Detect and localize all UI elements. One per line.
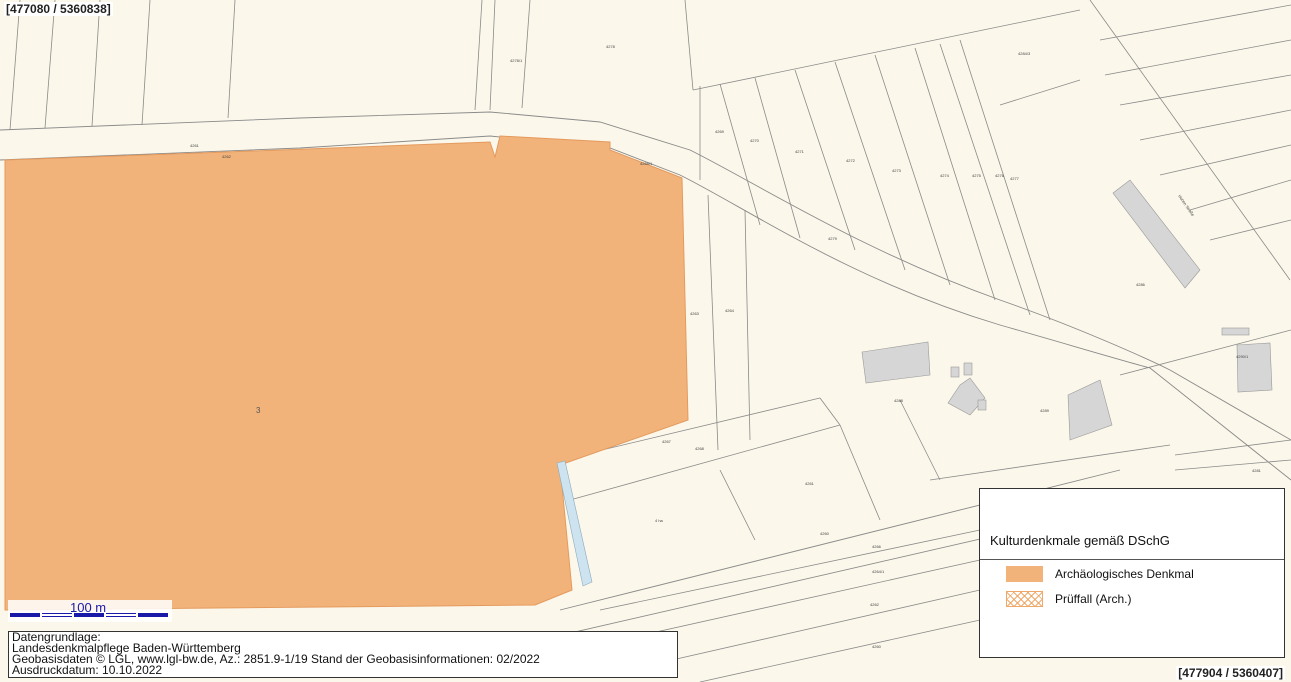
svg-text:4260: 4260 — [820, 531, 830, 536]
svg-text:4264: 4264 — [725, 308, 735, 313]
svg-text:4281: 4281 — [1252, 468, 1262, 473]
svg-text:4262: 4262 — [870, 602, 880, 607]
svg-text:4273: 4273 — [892, 168, 902, 173]
scale-label: 100 m — [70, 600, 107, 615]
svg-text:4260: 4260 — [872, 644, 882, 649]
svg-text:4288: 4288 — [894, 398, 904, 403]
svg-text:4278/1: 4278/1 — [510, 58, 523, 63]
svg-text:4275: 4275 — [972, 173, 982, 178]
svg-text:4268: 4268 — [695, 446, 705, 451]
svg-text:4270: 4270 — [750, 138, 760, 143]
svg-text:4267: 4267 — [662, 439, 672, 444]
svg-text:4264/1: 4264/1 — [872, 569, 885, 574]
credits-line: Landesdenkmalpflege Baden-Württemberg — [12, 641, 241, 655]
svg-text:4289: 4289 — [1040, 408, 1050, 413]
scale-bar: 100 m — [8, 600, 172, 622]
svg-text:4 ha: 4 ha — [655, 518, 664, 523]
coordinate-bottom-right: [477904 / 5360407] — [1176, 666, 1285, 680]
parcel-lines — [9, 0, 1291, 682]
svg-text:4279: 4279 — [828, 236, 838, 241]
legend-item-archaeological-monument: Archäologisches Denkmal — [1006, 566, 1194, 582]
legend-divider — [980, 559, 1284, 560]
svg-text:4269: 4269 — [715, 129, 725, 134]
svg-text:4286: 4286 — [1136, 282, 1146, 287]
credits-line: Datengrundlage: — [12, 631, 101, 644]
legend-title: Kulturdenkmale gemäß DSchG — [990, 533, 1170, 548]
buildings — [861, 179, 1273, 441]
svg-text:4276: 4276 — [995, 173, 1005, 178]
svg-text:4290/1: 4290/1 — [1236, 354, 1249, 359]
legend-swatch-crosshatch — [1006, 591, 1043, 607]
water-channel — [556, 460, 593, 587]
credits-line: Ausdruckdatum: 10.10.2022 — [12, 663, 163, 677]
svg-text:4274: 4274 — [940, 173, 950, 178]
coordinate-top-left: [477080 / 5360838] — [4, 2, 113, 16]
svg-text:4277: 4277 — [1010, 176, 1020, 181]
svg-text:4263: 4263 — [690, 311, 700, 316]
data-source-credits: Datengrundlage: Landesdenkmalpflege Bade… — [8, 631, 678, 678]
svg-text:4266: 4266 — [872, 544, 882, 549]
svg-text:4261: 4261 — [805, 481, 815, 486]
credits-line: Geobasisdaten © LGL, www.lgl-bw.de, Az.:… — [12, 652, 540, 666]
svg-text:4271: 4271 — [795, 149, 805, 154]
legend-item-test-case: Prüffall (Arch.) — [1006, 591, 1131, 607]
legend-label: Archäologisches Denkmal — [1055, 567, 1194, 581]
legend-swatch-solid — [1006, 566, 1043, 582]
map-legend: Kulturdenkmale gemäß DSchG Archäologisch… — [979, 488, 1285, 658]
svg-text:4262: 4262 — [222, 154, 232, 159]
svg-text:4261: 4261 — [190, 143, 200, 148]
svg-text:4278: 4278 — [606, 44, 616, 49]
monument-marker: 3 — [256, 406, 261, 415]
legend-label: Prüffall (Arch.) — [1055, 592, 1132, 606]
svg-text:4268/1: 4268/1 — [640, 161, 653, 166]
svg-text:4272: 4272 — [846, 158, 856, 163]
archaeological-monument-area[interactable] — [4, 135, 689, 611]
svg-text:4284/3: 4284/3 — [1018, 51, 1031, 56]
